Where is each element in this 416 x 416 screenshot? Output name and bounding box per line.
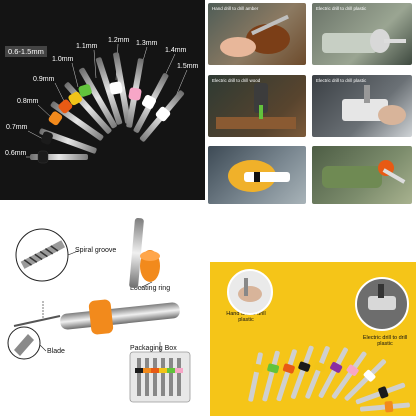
usage-photo-grid: Hand drill to drill amber Electric drill… [208,0,416,205]
caption-electric-drill-plastic: Electric drill to drill plastic [362,335,408,348]
bit-1-1 [78,57,123,125]
photo-caption: Electric drill to drill plastic [316,78,367,83]
size-label-1-4: 1.4mm [165,47,187,54]
size-label-0-9: 0.9mm [33,76,55,83]
size-label-1-2: 1.2mm [108,37,130,44]
label-locating-ring: Locating ring [130,285,171,292]
photo-electric-drill-plastic-2: Electric drill to drill plastic [312,75,412,137]
label-packaging-box: Packaging Box [130,345,177,352]
usage-illustration [227,269,410,413]
size-label-1-3: 1.3mm [136,40,158,47]
size-label-0-6: 0.6mm [5,150,27,157]
size-label-0-8: 0.8mm [17,98,39,105]
photo-caption: Electric drill to drill plastic [316,6,367,11]
bit-1-2 [109,52,131,124]
bit-1-3 [126,58,144,128]
size-label-1-5: 1.5mm [177,63,199,70]
packaging-box [129,351,191,403]
main-drill-bit [13,299,180,335]
diagram-illustration [7,218,191,403]
drill-bits-illustration [26,43,188,164]
size-label-1-0: 1.0mm [52,56,74,63]
label-blade: Blade [47,348,65,355]
photo-hand-drill-amber: Hand drill to drill amber [208,3,306,65]
bit-0-6 [30,150,88,164]
size-range-label: 0.6-1.5mm [5,46,47,57]
photo-caption: Hand drill to drill amber [212,6,259,11]
size-label-0-7: 0.7mm [6,124,28,131]
photo-drill-bit-closeup [312,146,412,204]
drill-bit-set-photo: 0.6-1.5mm 0.6mm 0.7mm 0.8mm 0.9mm 1.0mm … [0,0,205,200]
size-label-1-1: 1.1mm [76,43,98,50]
photo-electric-drill-plastic: Electric drill to drill plastic [312,3,412,65]
usage-yellow-panel: Hand drill to drill plastic Electric dri… [210,262,416,416]
bits-row [248,345,410,413]
drill-bit-diagram: Spiral groove Locating ring Blade Packag… [0,208,205,416]
photo-amber-piece [208,146,306,204]
bit-1-4 [133,73,169,133]
bit-1-5 [139,90,185,142]
photo-electric-drill-wood: Electric drill to drill wood [208,75,306,137]
label-spiral-groove: Spiral groove [75,247,117,254]
bit-1-0 [68,67,117,129]
bit-0-7 [39,128,97,154]
locating-ring-detail [129,218,160,289]
photo-caption: Electric drill to drill wood [212,78,261,83]
